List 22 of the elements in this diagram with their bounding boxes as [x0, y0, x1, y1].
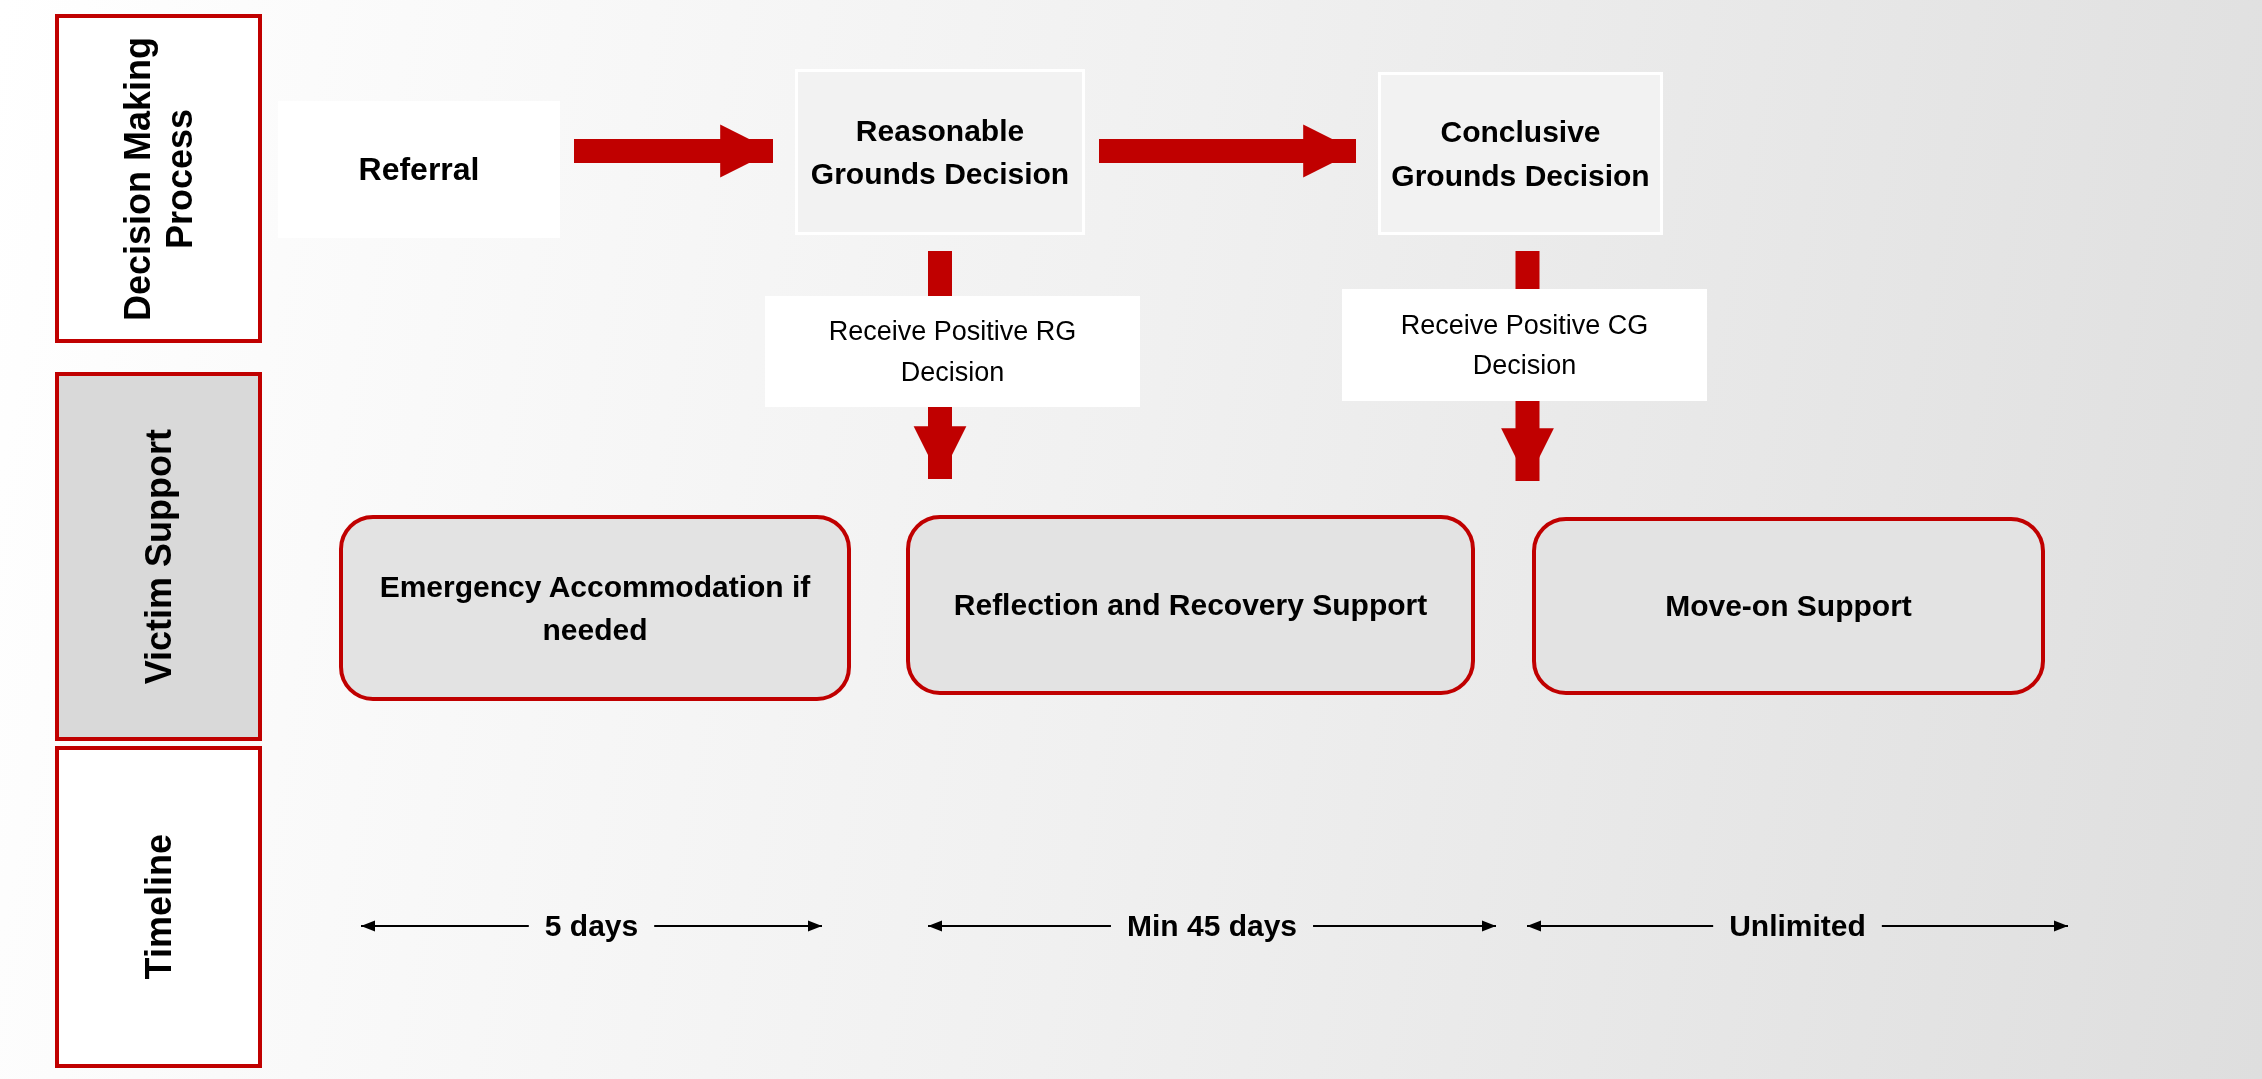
lane-header [55, 746, 262, 1068]
node-label: Emergency Accommodation if needed [378, 568, 812, 648]
lane-header [55, 14, 262, 343]
node-label: Reasonable Grounds Decision [809, 112, 1071, 192]
node-label: Move-on Support [1664, 588, 1913, 625]
support-box [339, 515, 851, 701]
edge-label: Receive Positive RG Decision [765, 296, 1140, 407]
node-label: Reflection and Recovery Support [952, 587, 1429, 624]
duration-label: Min 45 days [1126, 909, 1298, 943]
lane-title: Timeline [137, 834, 180, 980]
node-label: Conclusive Grounds Decision [1390, 114, 1651, 194]
lane-header [55, 372, 262, 741]
support-box [1532, 517, 2045, 695]
edge-label: Receive Positive CG Decision [1342, 289, 1707, 401]
node-label: Referral [358, 151, 480, 188]
support-box [906, 515, 1475, 695]
duration-label: Unlimited [1729, 909, 1866, 943]
lane-title: Decision Making Process [116, 35, 201, 323]
block-arrow [1099, 124, 1356, 178]
duration-label: 5 days [544, 909, 639, 943]
block-arrow [574, 124, 773, 178]
lane-title: Victim Support [137, 428, 180, 685]
